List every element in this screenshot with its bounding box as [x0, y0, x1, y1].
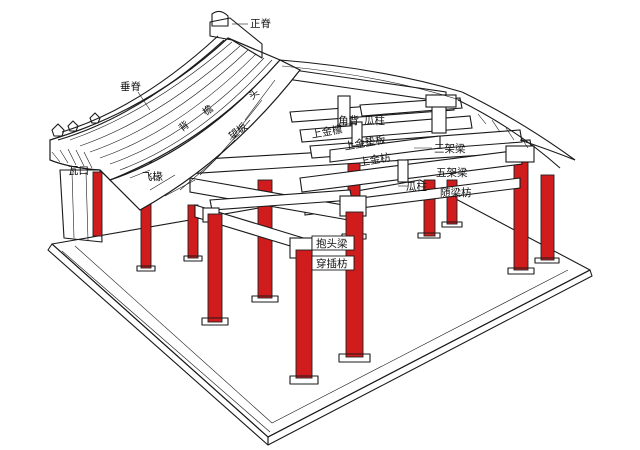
column	[207, 213, 223, 323]
roof	[49, 10, 576, 211]
label-leaders	[88, 23, 432, 187]
label-chuiji: 垂脊	[120, 80, 141, 93]
timber-frame	[119, 67, 535, 259]
label-jiaobei: 角背	[338, 114, 359, 127]
column	[423, 179, 436, 237]
gable-wall	[59, 169, 103, 243]
label-baotouliang: 抱头梁	[316, 237, 348, 250]
label-feichuan: 飞椽	[142, 170, 163, 183]
stone-platform	[47, 179, 593, 446]
label-suiliangfang: 随梁枋	[440, 186, 472, 199]
column	[540, 174, 555, 261]
label-shangjinfang: 上金枋	[358, 151, 392, 169]
label-dingkou: 瓦口	[68, 165, 89, 177]
column	[295, 249, 313, 379]
column	[446, 179, 458, 225]
label-shangjinyu: 上金檩	[310, 123, 343, 141]
label-wujialiang: 五架梁	[436, 166, 468, 179]
label-chuanchafang: 穿插枋	[316, 257, 348, 270]
column	[187, 204, 199, 259]
label-zhengji: 正脊	[250, 17, 271, 30]
label-guazhu-top: 瓜柱	[364, 114, 385, 127]
column	[92, 171, 103, 237]
column	[140, 199, 152, 269]
label-sanjialiang: 三架梁	[434, 142, 466, 155]
column	[345, 211, 364, 358]
label-guazhu: 瓜柱	[406, 180, 427, 193]
